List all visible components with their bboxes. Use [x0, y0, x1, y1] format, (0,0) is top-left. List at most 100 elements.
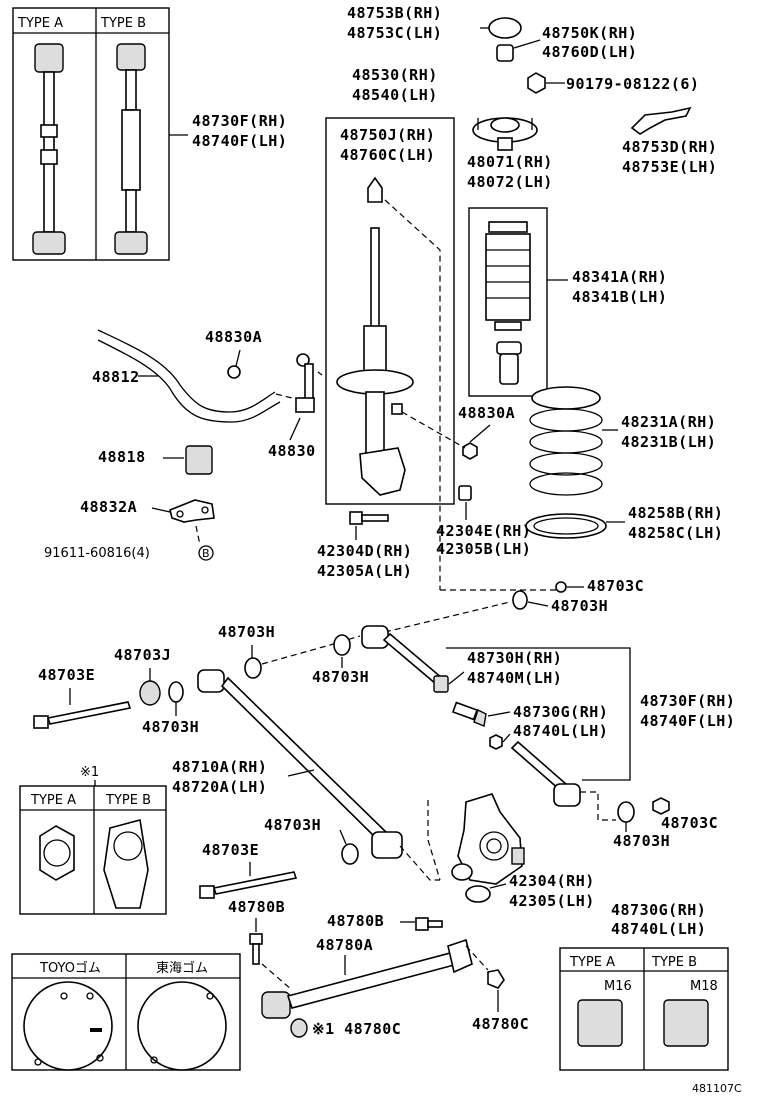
nut-48830A	[227, 365, 241, 379]
type-a-label: TYPE A	[17, 16, 63, 31]
nut-size-box: TYPE A TYPE B M16 M18	[559, 947, 729, 1071]
rod-type-box: TYPE A TYPE B	[12, 7, 170, 261]
label-48818: 48818	[98, 448, 146, 466]
label-48780A: 48780A	[316, 936, 373, 954]
label-48341A: 48341A(RH)	[572, 268, 667, 286]
label-48703H-2: 48703H	[218, 623, 275, 641]
label-48730G-1: 48730G(RH)	[513, 703, 608, 721]
cam-type-b-drawing	[103, 818, 149, 909]
rubber-maker-box: TOYOゴム 東海ゴム	[11, 953, 241, 1071]
strut-assembly-box	[325, 117, 455, 505]
label-48710A: 48710A(RH)	[172, 758, 267, 776]
cushion-48750K	[496, 44, 514, 62]
type-b-rod-drawing	[114, 43, 148, 255]
label-48071: 48071(RH)	[467, 153, 553, 171]
label-48703H-1: 48703H	[551, 597, 608, 615]
label-48740L-1: 48740L(LH)	[513, 722, 608, 740]
label-48780B-1: 48780B	[228, 898, 285, 916]
label-42305B: 42305B(LH)	[436, 540, 531, 558]
label-48753D: 48753D(RH)	[622, 138, 717, 156]
label-48780C-2: 48780C	[472, 1015, 529, 1033]
label-90179: 90179-08122(6)	[566, 75, 699, 93]
label-48780B-2: 48780B	[327, 912, 384, 930]
cam-plate-48703J	[139, 680, 161, 706]
ref-b-circle	[198, 545, 214, 561]
label-48703J: 48703J	[114, 646, 171, 664]
label-48540: 48540(LH)	[352, 86, 438, 104]
label-48730F-top: 48730F(RH)	[192, 112, 287, 130]
nut-type-a-label: TYPE A	[569, 955, 615, 970]
washer-48703H-6	[341, 843, 359, 865]
m18-label: M18	[690, 979, 718, 994]
label-48231A: 48231A(RH)	[621, 413, 716, 431]
tokai-rubber-label: 東海ゴム	[156, 960, 208, 976]
m16-label: M16	[604, 979, 632, 994]
diagram-code: 481107C	[692, 1082, 742, 1095]
label-48760D: 48760D(LH)	[542, 43, 637, 61]
bolt-48780B-1	[249, 933, 263, 965]
lateral-link-48710A	[197, 669, 403, 859]
ref-b: B	[202, 547, 210, 560]
washer-48703H-4	[168, 681, 184, 703]
shock-absorber-strut	[336, 176, 414, 496]
strut-mount-48071	[472, 117, 538, 151]
label-48703C-1: 48703C	[587, 577, 644, 595]
nut-48703C-2	[652, 797, 670, 815]
label-48703H-5: 48703H	[613, 832, 670, 850]
type-b-label: TYPE B	[100, 16, 146, 31]
label-48830A-1: 48830A	[205, 328, 262, 346]
label-48740M: 48740M(LH)	[467, 669, 562, 687]
label-48530: 48530(RH)	[352, 66, 438, 84]
label-48730F-mid: 48730F(RH)	[640, 692, 735, 710]
dust-boot	[485, 221, 531, 331]
stabilizer-bushing	[185, 445, 213, 475]
label-48703E-2: 48703E	[202, 841, 259, 859]
mount-cap	[488, 17, 522, 39]
boot-box	[468, 207, 548, 397]
lower-link-48730F	[510, 740, 581, 807]
type-a-rod-drawing	[32, 43, 66, 255]
bolt-42304D	[349, 511, 389, 525]
nut-42304E	[458, 485, 472, 501]
label-48750K: 48750K(RH)	[542, 24, 637, 42]
nut-48703C-1	[555, 581, 567, 593]
nut-48830A-2	[462, 442, 478, 460]
bolt-48780B-2	[415, 917, 443, 931]
trailing-arm-48780A	[261, 938, 473, 1019]
nut-48740L	[489, 734, 503, 750]
bolt-48703E-1	[33, 701, 132, 729]
label-48703H-3: 48703H	[312, 668, 369, 686]
label-42304: 42304(RH)	[509, 872, 595, 890]
label-48341B: 48341B(LH)	[572, 288, 667, 306]
coil-spring	[529, 386, 603, 496]
cam-type-b-label: TYPE B	[105, 793, 151, 808]
axle-carrier-42304	[451, 793, 525, 903]
label-48703E-1: 48703E	[38, 666, 95, 684]
stabilizer-link	[295, 353, 323, 413]
label-91611: 91611-60816(4)	[44, 546, 150, 561]
label-42304E: 42304E(RH)	[436, 522, 531, 540]
label-48258B: 48258B(RH)	[628, 504, 723, 522]
label-42304D: 42304D(RH)	[317, 542, 412, 560]
label-48703C-2: 48703C	[661, 814, 718, 832]
label-42305: 42305(LH)	[509, 892, 595, 910]
toyo-rubber-label: TOYOゴム	[39, 960, 101, 976]
label-48730H: 48730H(RH)	[467, 649, 562, 667]
cam-type-box: TYPE A TYPE B	[19, 785, 167, 915]
label-48812: 48812	[92, 368, 140, 386]
stabilizer-bar	[97, 329, 281, 423]
bump-stopper	[496, 341, 522, 385]
label-48730G-2: 48730G(RH)	[611, 901, 706, 919]
label-48780C-1: ※1 48780C	[312, 1020, 401, 1038]
label-48753E: 48753E(LH)	[622, 158, 717, 176]
nut-type-b-label: TYPE B	[651, 955, 697, 970]
label-48720A: 48720A(LH)	[172, 778, 267, 796]
washer-48703H-3	[333, 634, 351, 656]
note1-marker: ※1	[80, 765, 99, 780]
bolt-48703E-2	[199, 871, 298, 899]
label-48231B: 48231B(LH)	[621, 433, 716, 451]
label-48760C: 48760C(LH)	[340, 146, 435, 164]
adjust-bolt-48730G	[451, 701, 487, 727]
label-48072: 48072(LH)	[467, 173, 553, 191]
